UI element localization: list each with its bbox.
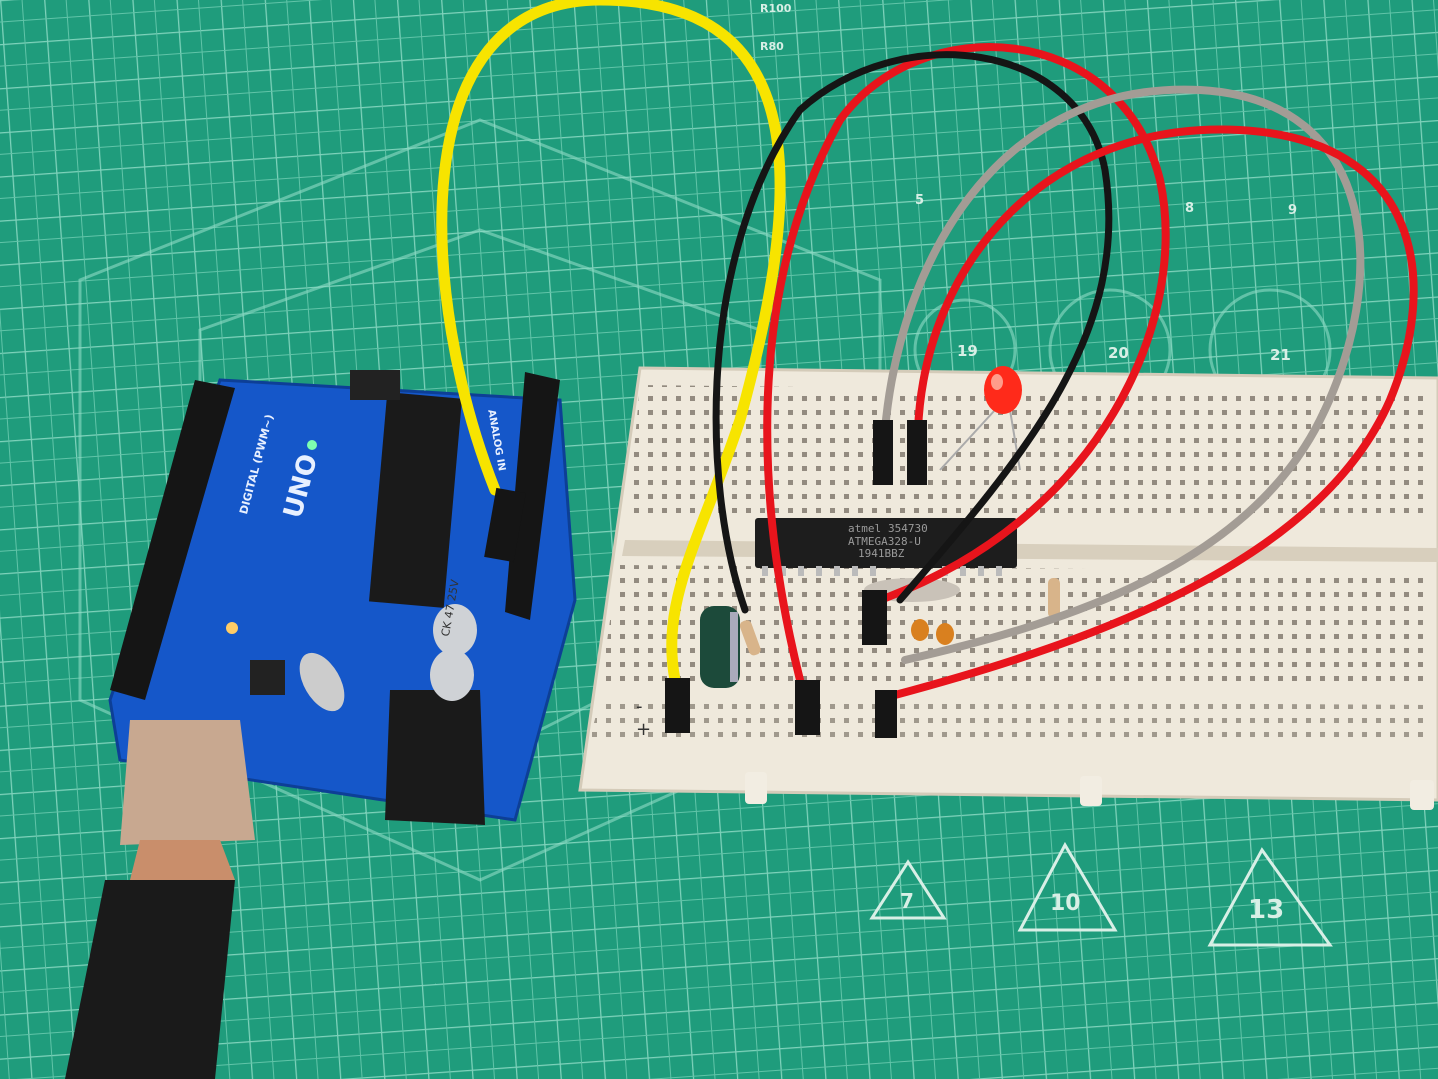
capacitor [433,604,477,656]
chip-line: 1941BBZ [858,547,905,560]
mat-number: 5 [915,193,924,208]
resistor [1048,578,1060,618]
electrolytic-capacitor [700,606,740,688]
rail-sign-plus: + [636,719,651,740]
analog-header [505,372,560,620]
yellow-wire [436,0,786,686]
rail-sign-minus: - [636,696,643,717]
mat-number: 10 [1050,891,1081,916]
digital-header [110,380,235,700]
usb-port [120,720,255,845]
atmega-chip: atmel 354730 ATMEGA328-U 1941BBZ [755,518,1017,576]
capacitor [430,649,474,701]
red-wire [763,43,1170,684]
wire-connectors [484,420,927,738]
arduino-uno-board: CK 47 25V UNO DIGITAL (PWM~) ANALOG IN [108,370,577,845]
ceramic-capacitor [911,619,929,641]
chip-socket [368,392,463,608]
breadboard: - + [578,366,1438,810]
usb-cable [65,840,235,1079]
mat-triangles [869,841,1333,947]
ceramic-capacitor [936,623,954,645]
chip-brand: atmel [848,522,881,535]
status-led [226,622,238,634]
mat-number: 20 [1108,344,1129,362]
mat-number: 9 [1288,203,1297,218]
usb-chip [250,660,285,695]
red-wire [891,125,1418,699]
mat-ruler-mark: R80 [760,40,784,53]
chip-line: ATMEGA328-U [848,535,921,548]
mat-number: 21 [1270,346,1291,364]
gray-wire [881,85,1365,664]
jumper-wires [436,0,1418,699]
board-crystal [299,652,345,712]
power-led [307,440,317,450]
mat-number: 8 [1185,201,1194,216]
power-jack [385,690,485,825]
mat-number: 7 [900,889,914,913]
chip-line: 354730 [888,522,928,535]
resistor [739,620,761,656]
mat-number: 19 [957,342,978,360]
icsp-header [350,370,400,400]
mat-ruler-mark: R100 [760,2,792,15]
black-wire [712,51,1113,614]
mat-number: 13 [1248,895,1284,925]
